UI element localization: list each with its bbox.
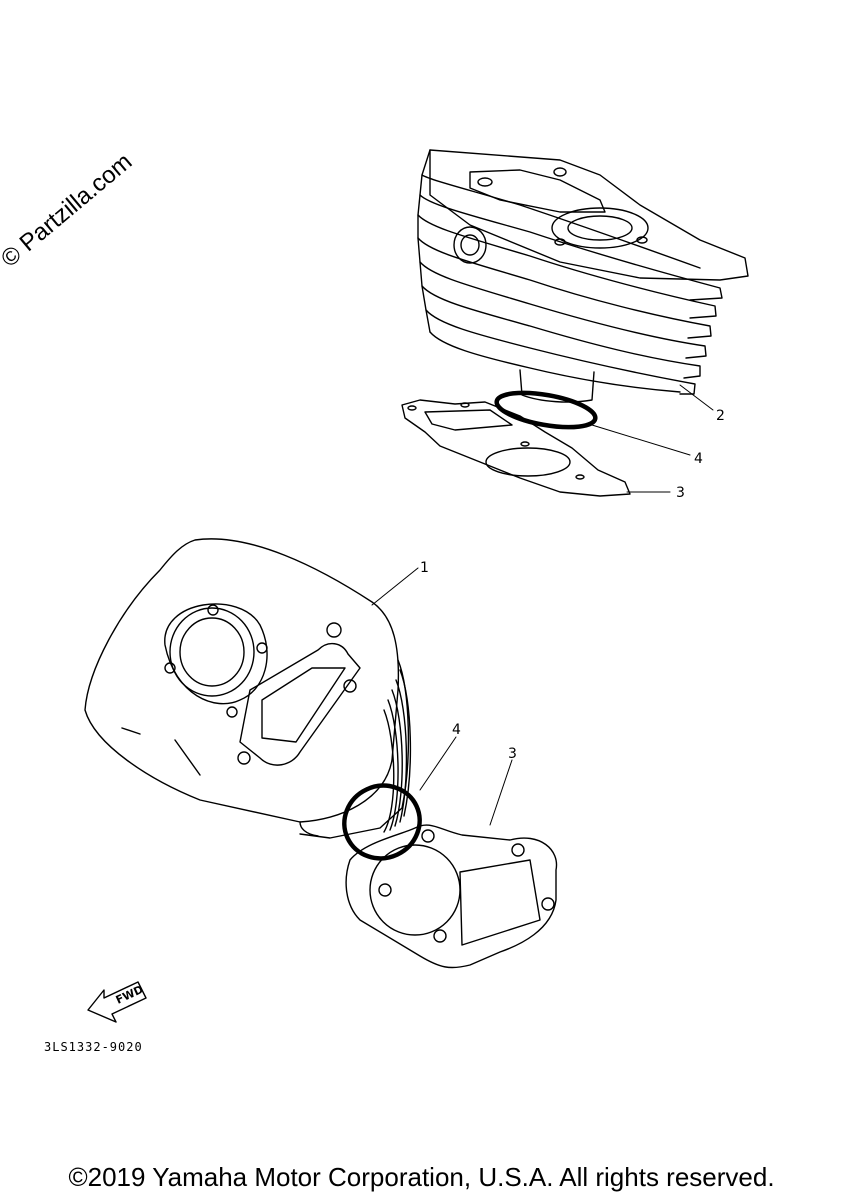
o-ring-top: [494, 390, 598, 430]
callout-2: 2: [716, 408, 725, 424]
callout-4-bottom: 4: [452, 722, 461, 738]
callout-3-bottom: 3: [508, 746, 517, 762]
callout-3-top: 3: [676, 485, 685, 501]
callout-4-top: 4: [694, 451, 703, 467]
gasket-top: [401, 399, 631, 497]
leader-lines: [371, 384, 714, 826]
diagram-code: 3LS1332-9020: [44, 1040, 143, 1054]
fwd-arrow-icon: [87, 981, 147, 1023]
cylinder-top-view: [84, 538, 412, 839]
cylinder-bottom-view: [417, 149, 749, 403]
gasket-bottom: [345, 824, 558, 969]
copyright-notice: ©2019 Yamaha Motor Corporation, U.S.A. A…: [68, 1162, 775, 1192]
callout-1: 1: [420, 560, 429, 576]
o-ring-bottom: [342, 783, 422, 861]
